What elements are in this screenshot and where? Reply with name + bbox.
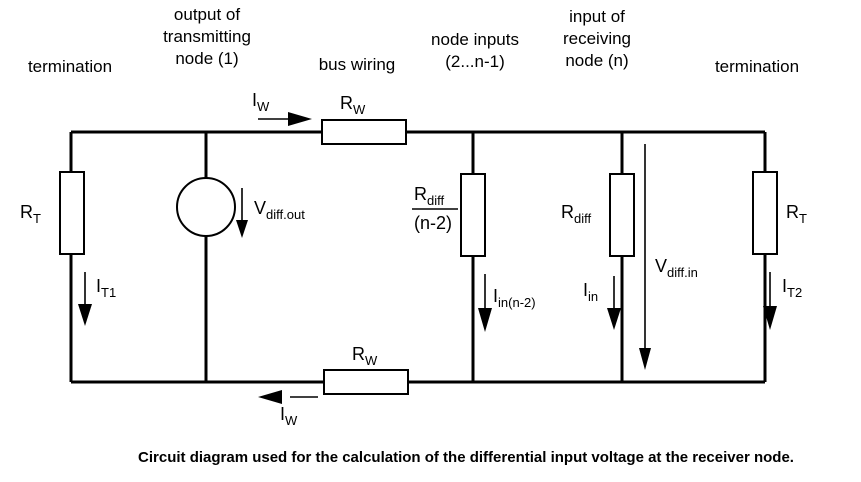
arrowhead-iin (607, 308, 621, 330)
header-transmitter-line2: transmitting (163, 27, 251, 46)
label-rdiff: Rdiff (561, 202, 591, 226)
arrowhead-vdiff-out (236, 220, 248, 238)
label-rt-left: RT (20, 202, 41, 226)
arrowhead-it1 (78, 304, 92, 326)
header-termination-left: termination (28, 57, 112, 76)
label-rw-top: RW (340, 93, 366, 117)
header-node-inputs-line2: (2...n-1) (445, 52, 505, 71)
arrowhead-iw-top (288, 112, 312, 126)
label-rdiff-group-denominator: (n-2) (414, 213, 452, 233)
arrowhead-vdiff-in (639, 348, 651, 370)
resistor-rw-top (321, 119, 407, 145)
header-termination-right: termination (715, 57, 799, 76)
label-vdiff-in: Vdiff.in (655, 256, 698, 280)
header-transmitter-line3: node (1) (175, 49, 238, 68)
label-it1: IT1 (96, 276, 116, 300)
label-rt-right: RT (786, 202, 807, 226)
resistor-rw-bottom (323, 369, 409, 395)
voltage-source (176, 177, 236, 237)
header-receiver-line3: node (n) (565, 51, 628, 70)
label-rw-bottom: RW (352, 344, 378, 368)
label-iw-bottom: IW (280, 404, 298, 428)
label-iw-top: IW (252, 90, 270, 114)
resistor-rdiff (609, 173, 635, 257)
label-iin-group: Iin(n-2) (493, 286, 536, 310)
header-transmitter-line1: output of (174, 5, 240, 24)
caption: Circuit diagram used for the calculation… (138, 449, 794, 466)
header-node-inputs-line1: node inputs (431, 30, 519, 49)
resistor-rt-right (752, 171, 778, 255)
label-it2: IT2 (782, 276, 802, 300)
arrows (78, 112, 777, 404)
label-rdiff-group-numerator: Rdiff (414, 184, 444, 208)
arrowhead-iw-bottom (258, 390, 282, 404)
label-vdiff-out: Vdiff.out (254, 198, 305, 222)
label-rdiff-group: Rdiff (n-2) (412, 184, 458, 233)
header-receiver-line1: input of (569, 7, 625, 26)
resistor-rdiff-group (460, 173, 486, 257)
resistor-rt-left (59, 171, 85, 255)
header-receiver-line2: receiving (563, 29, 631, 48)
arrowhead-it2 (763, 306, 777, 330)
arrowhead-iin-group (478, 308, 492, 332)
label-iin: Iin (583, 280, 598, 304)
header-bus-wiring: bus wiring (319, 55, 396, 74)
column-headers: termination output of transmitting node … (28, 5, 799, 76)
